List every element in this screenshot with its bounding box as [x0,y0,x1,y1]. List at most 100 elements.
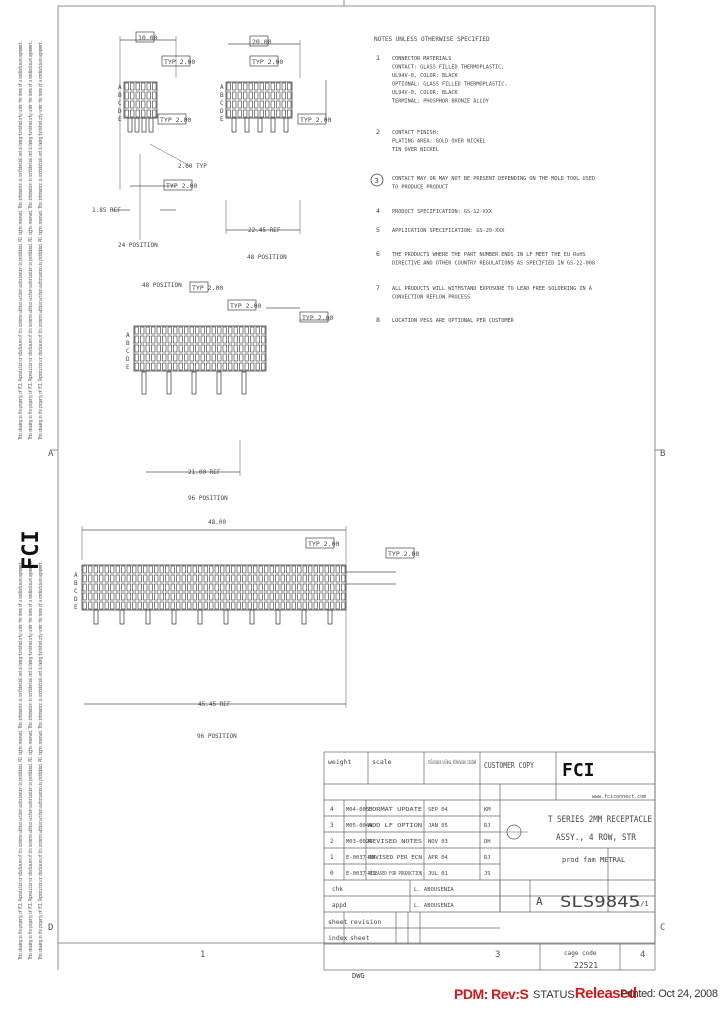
view-96-position-cell [148,583,153,592]
pins-48-top-pin [257,117,263,133]
view-96-position-cell [264,592,269,601]
view-label-2: 96 POSITION [188,495,228,502]
view-48-position-cell [211,353,216,362]
note-1-line-2: UL94V-0, COLOR: BLACK [392,73,458,79]
dim-box-0-box [135,31,155,43]
view-96-position-cell [313,574,318,583]
view-96-position-cell [181,592,186,601]
view-96-position-cell [93,565,98,574]
note-number-4: 4 [376,207,380,215]
view-48-position-cell [178,344,183,353]
view-96-position-cell [264,583,269,592]
view-96-position-cell [93,583,98,592]
view-96-position-cell [192,574,197,583]
view-48-position-cell [178,362,183,371]
view-96-position-cell [143,565,148,574]
view-96-position-cell [302,574,307,583]
view-48-position-cell [261,335,266,344]
view-96-position-cell [110,601,115,610]
view-96-position-cell [275,583,280,592]
view-48-position-top-cell [243,82,248,91]
dim-box-11: TYP 2.00 [385,547,419,559]
view-96-position-cell [297,565,302,574]
view-96-position-cell [253,592,258,601]
tb-customer-copy: CUSTOMER COPY [484,761,534,770]
pins-96-pin [171,609,177,625]
dim-box-3-text: TYP 2.00 [166,182,197,190]
dim-box-8-box [249,35,269,47]
rows-96-letter: D [74,596,78,603]
view-96-position-cell [154,601,159,610]
view-24-position-cell [152,91,157,100]
view-96-position-cell [187,592,192,601]
view-96-position-cell [291,574,296,583]
view-96-position-cell [275,601,280,610]
view-96-position-cell [313,601,318,610]
view-96-position-cell [330,565,335,574]
view-96-position-cell [291,565,296,574]
view-48-position-cell [222,326,227,335]
zone-number-1: 3 [495,950,500,960]
view-96-position-cell [302,592,307,601]
dim-box-10-text: TYP 2.00 [308,540,339,548]
view-48-position-top-cell [281,91,286,100]
view-24-position-cell [135,109,140,118]
view-96-position-cell [170,574,175,583]
pins-48-pin [166,371,172,395]
view-48-position-cell [195,353,200,362]
view-48-position-cell [156,344,161,353]
rows-48-letter: C [126,348,130,355]
view-24-position-cell [152,82,157,91]
dim-box-1-text: TYP 2.00 [164,58,195,66]
revision-by: KM [484,807,491,813]
revision-number: 4 [330,806,334,813]
tb-sheet-label: sheet [328,918,348,926]
view-48-position-top-cell [226,82,231,91]
rows-48-letter: A [126,332,130,339]
ext-line-9 [149,143,191,167]
dim-box-3-box [163,179,193,191]
dim-text-12: 2.60 TYP [178,163,207,170]
view-48-position-cell [200,344,205,353]
pins-48-top-pin [283,117,289,133]
view-96-position-cell [280,565,285,574]
revision-ecn: M05-0049 [346,823,373,829]
tb-sheet-value: 1/1 [636,900,649,908]
view-96-position-cell [181,601,186,610]
view-96-position-cell [187,601,192,610]
note-1-line-3: OPTIONAL: GLASS FILLED THERMOPLASTIC, [392,82,508,88]
pins-96-pin [223,609,229,625]
view-96-position-cell [253,601,258,610]
view-96-position-cell [308,583,313,592]
view-48-position-top-cell [232,82,237,91]
pins-48-top-pin [270,117,276,133]
view-96-position-cell [137,592,142,601]
view-48-position-top-cell [243,109,248,118]
note-2-line-1: PLATING AREA: GOLD OVER NICKEL [392,139,486,145]
view-48-position-cell [233,335,238,344]
view-96-position-cell [154,583,159,592]
view-48-position-top-cell [254,91,259,100]
printed-date: Printed: Oct 24, 2008 [620,988,718,1000]
view-96-position-cell [203,583,208,592]
view-96-position-cell [286,601,291,610]
drawing-border [52,0,661,970]
tb-chk-label: chk [332,886,343,893]
pins-96-pin [327,609,333,625]
zone-number-0: 1 [200,950,205,960]
view-96-position-cell [220,565,225,574]
tb-drawing-number: SLS9845 [560,892,640,911]
revision-change: RELEASED FOR PRODUCTION [368,871,422,877]
note-3-line-1: TO PRODUCE PRODUCT [392,185,448,191]
view-96-position-cell [159,574,164,583]
view-48-position-cell [195,344,200,353]
view-48-position-cell [261,326,266,335]
zone-letter-3: D [48,923,53,933]
view-24-position-cell [130,100,135,109]
rows-48-top-letter: D [220,108,224,115]
view-48-position-cell [151,362,156,371]
